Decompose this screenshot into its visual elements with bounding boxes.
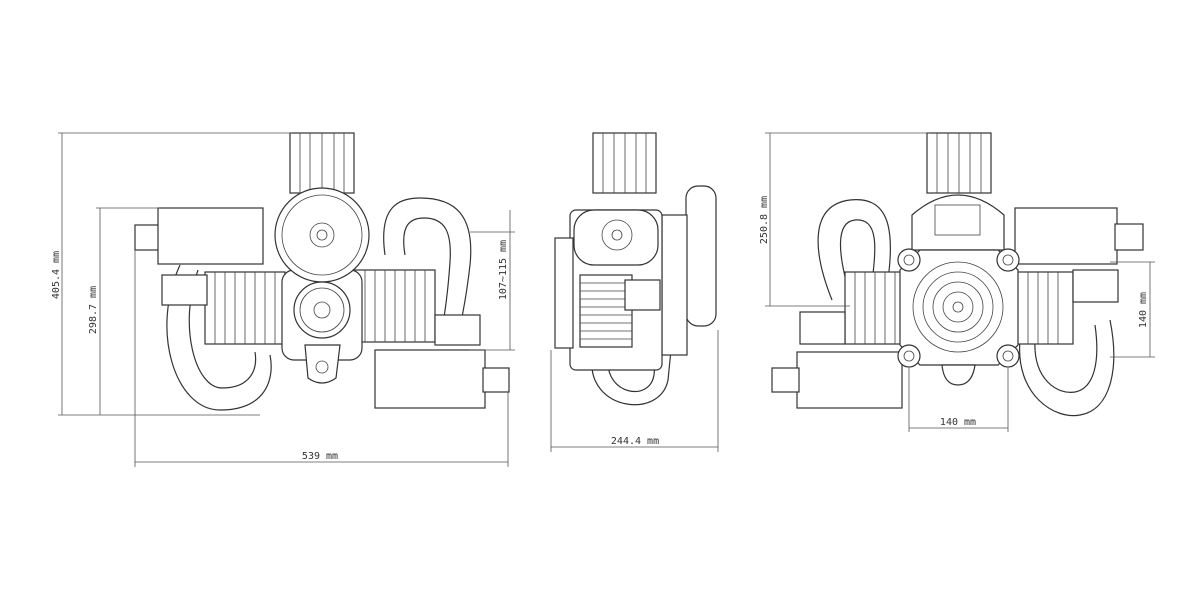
side-view xyxy=(554,132,717,406)
dimension-lines xyxy=(58,132,1155,467)
dim-front-total-height: 405.4 mm xyxy=(51,251,62,299)
dim-front-body-height: 298.7 mm xyxy=(88,286,99,334)
dim-front-width: 539 mm xyxy=(302,451,338,462)
dim-front-exhaust-range: 107~115 mm xyxy=(498,240,509,300)
dim-side-width: 244.4 mm xyxy=(611,436,659,447)
dim-rear-right-height: 140 mm xyxy=(1138,292,1149,328)
dim-rear-bottom-width: 140 mm xyxy=(940,417,976,428)
front-view xyxy=(134,132,510,411)
dim-rear-height: 250.8 mm xyxy=(759,196,770,244)
rear-view xyxy=(771,132,1144,417)
